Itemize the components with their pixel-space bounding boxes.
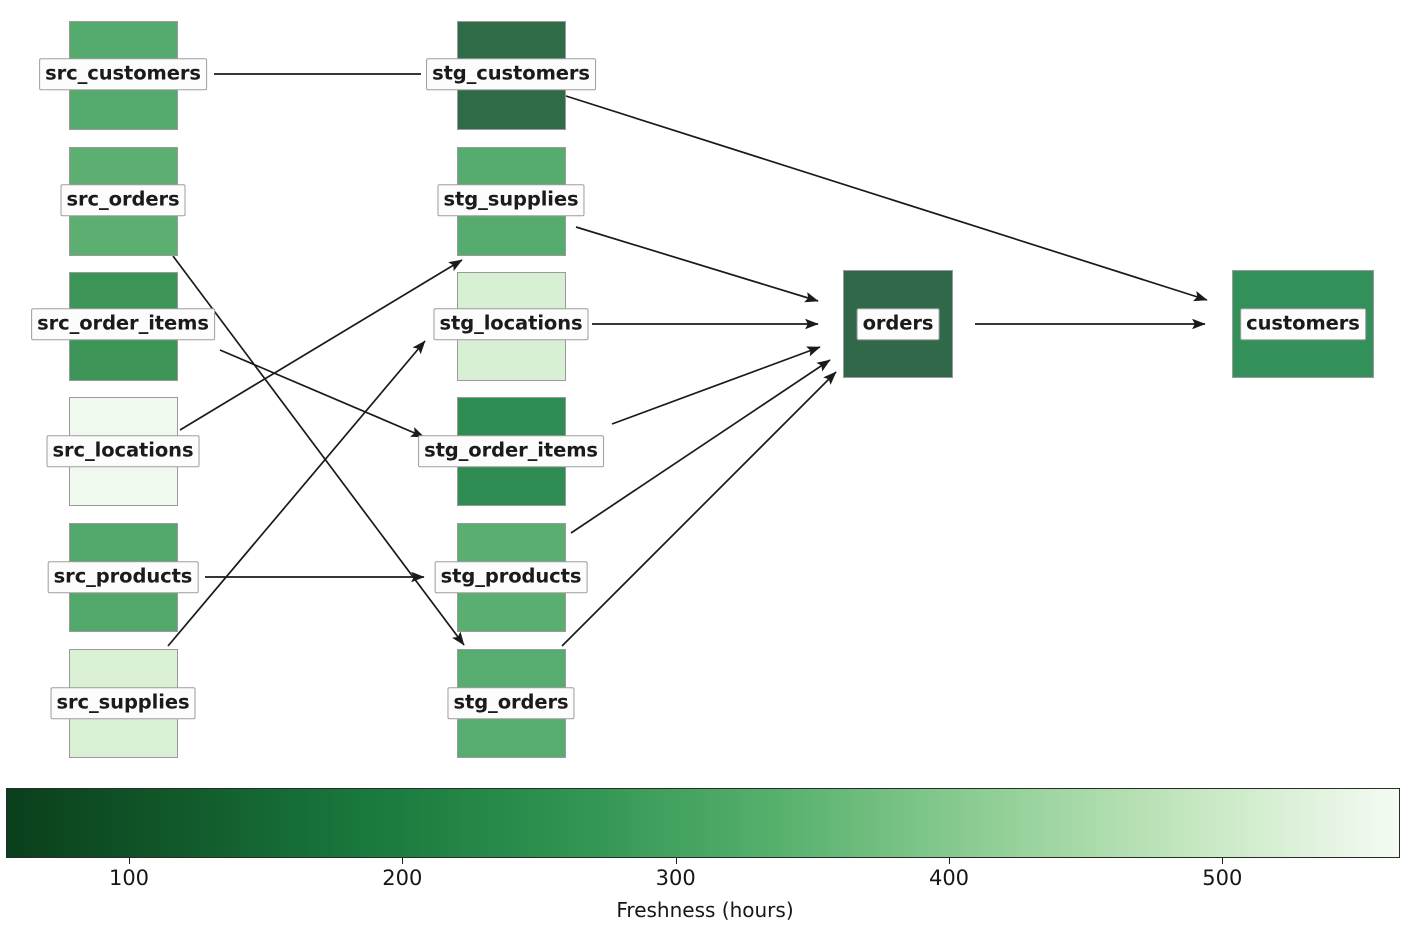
colorbar-tick-label-500: 500 xyxy=(1202,866,1243,890)
node-label-src_customers[interactable]: src_customers xyxy=(39,58,207,90)
colorbar-tick-500 xyxy=(1222,858,1224,864)
colorbar-gradient xyxy=(6,788,1400,858)
colorbar-tick-100 xyxy=(129,858,130,864)
colorbar[interactable]: 100 200 300 400 500 xyxy=(6,788,1400,890)
node-label-src_locations[interactable]: src_locations xyxy=(46,435,200,467)
colorbar-tick-label-400: 400 xyxy=(928,866,970,890)
node-label-src_products[interactable]: src_products xyxy=(47,561,199,593)
colorbar-tick-300 xyxy=(675,858,677,864)
node-label-stg_orders[interactable]: stg_orders xyxy=(447,687,575,719)
colorbar-tick-label-200: 200 xyxy=(382,866,423,890)
node-label-stg_customers[interactable]: stg_customers xyxy=(426,58,596,90)
edge-src_supplies-to-stg_supplies xyxy=(167,340,426,647)
node-label-customers[interactable]: customers xyxy=(1240,308,1366,340)
node-label-stg_locations[interactable]: stg_locations xyxy=(433,308,589,340)
colorbar-tick-label-100: 100 xyxy=(108,866,150,890)
edge-stg_supplies-to-orders xyxy=(575,226,819,303)
node-label-src_order_items[interactable]: src_order_items xyxy=(31,308,215,340)
edge-stg_orders-to-orders xyxy=(561,371,837,647)
node-label-stg_products[interactable]: stg_products xyxy=(434,561,588,593)
edge-src_order_items-to-stg_order_items xyxy=(219,349,425,438)
node-label-stg_order_items[interactable]: stg_order_items xyxy=(418,435,604,467)
node-label-src_orders[interactable]: src_orders xyxy=(60,184,186,216)
colorbar-tick-label-300: 300 xyxy=(655,866,696,890)
colorbar-tick-400 xyxy=(949,858,950,864)
node-label-src_supplies[interactable]: src_supplies xyxy=(50,687,196,719)
node-label-orders[interactable]: orders xyxy=(856,308,940,340)
edge-stg_products-to-orders xyxy=(570,359,831,534)
edge-src_locations-to-stg_locations xyxy=(179,259,463,431)
colorbar-title: Freshness (hours) xyxy=(616,898,794,922)
colorbar-tick-200 xyxy=(402,858,404,864)
edge-stg_order_items-to-orders xyxy=(611,346,821,425)
node-label-stg_supplies[interactable]: stg_supplies xyxy=(437,184,585,216)
